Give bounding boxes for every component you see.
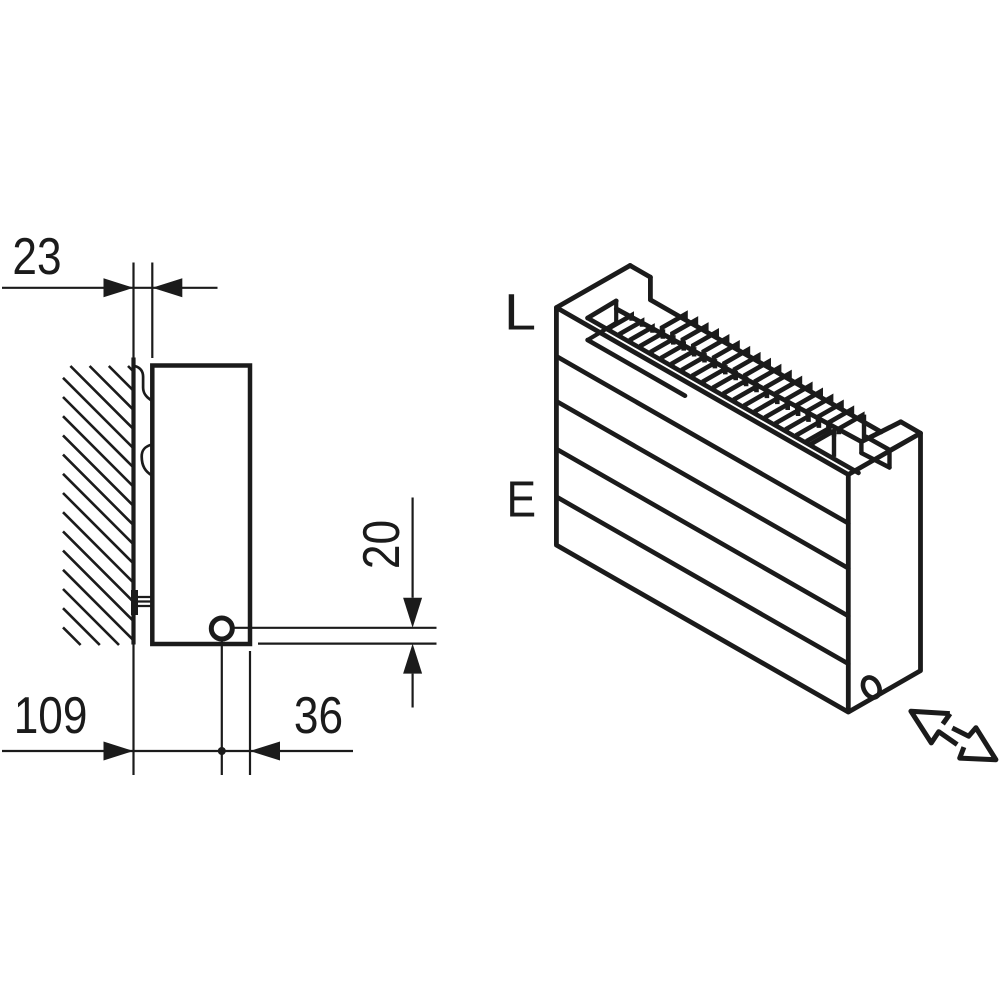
svg-text:20: 20 — [353, 520, 411, 569]
svg-text:23: 23 — [12, 228, 61, 286]
svg-text:36: 36 — [294, 687, 343, 745]
svg-text:L: L — [504, 284, 536, 341]
svg-text:E: E — [507, 472, 537, 529]
svg-text:109: 109 — [14, 687, 88, 745]
